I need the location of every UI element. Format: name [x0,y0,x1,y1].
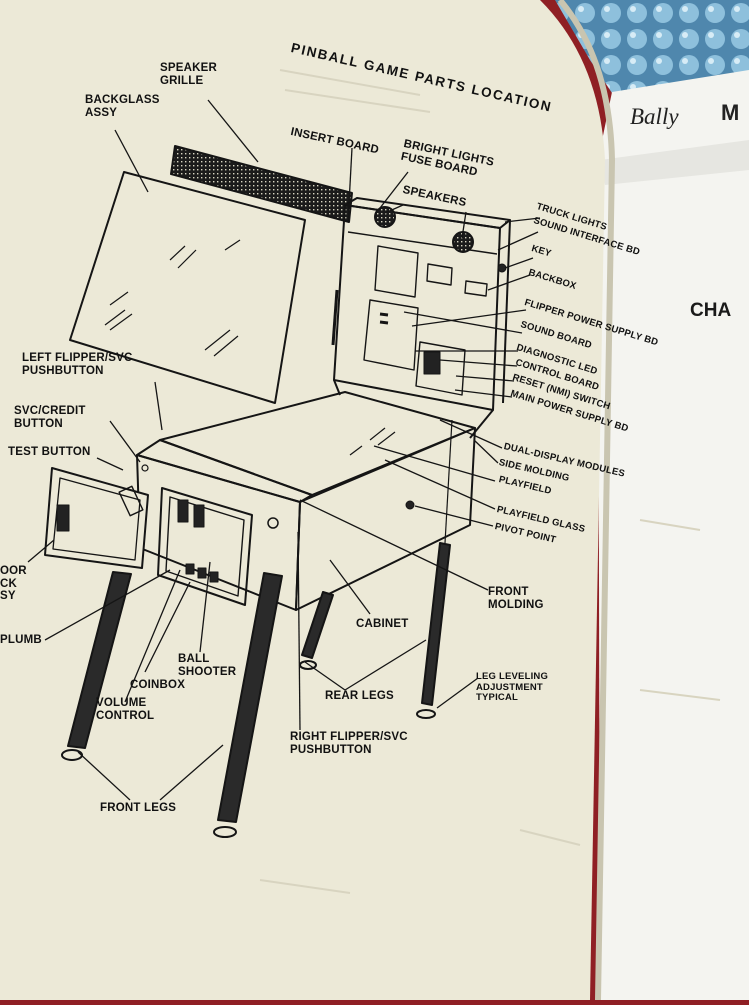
label-speaker-grille: SPEAKER GRILLE [160,62,217,87]
chapter-heading: CHA [690,300,732,321]
back-page [598,70,749,1000]
label-left-flipper-pushbutton: LEFT FLIPPER/SVC PUSHBUTTON [22,352,133,377]
backglass-shape [69,171,306,404]
front-leg-right [217,572,283,823]
label-coinbox: COINBOX [130,679,186,691]
label-leg-leveling: LEG LEVELING ADJUSTMENT TYPICAL [476,671,549,703]
label-ball-shooter: BALL SHOOTER [178,653,237,678]
label-test-button: TEST BUTTON [8,446,91,458]
label-cabinet: CABINET [356,618,409,630]
rear-leg-right [421,542,451,706]
front-leg-left [67,571,132,749]
label-plumb: PLUMB [0,634,42,646]
brand-suffix: M [721,100,740,125]
label-volume-control: VOLUME CONTROL [96,697,155,722]
label-front-molding: FRONT MOLDING [488,586,544,611]
label-door-lock-assy: OOR CK SY [0,565,27,602]
coin-door-frame [157,487,253,606]
label-right-flipper-pushbutton: RIGHT FLIPPER/SVC PUSHBUTTON [290,731,408,756]
bleed-through [259,69,721,894]
rear-leg-left [301,591,334,659]
leader-lines [27,99,541,801]
label-backglass-assy: BACKGLASS ASSY [85,94,160,119]
speaker-grille-shape [170,145,353,223]
label-front-legs: FRONT LEGS [100,802,177,814]
label-svc-credit-button: SVC/CREDIT BUTTON [14,405,86,430]
coin-door [44,467,149,569]
bally-logo: Bally [630,104,679,129]
label-rear-legs: REAR LEGS [325,690,394,702]
